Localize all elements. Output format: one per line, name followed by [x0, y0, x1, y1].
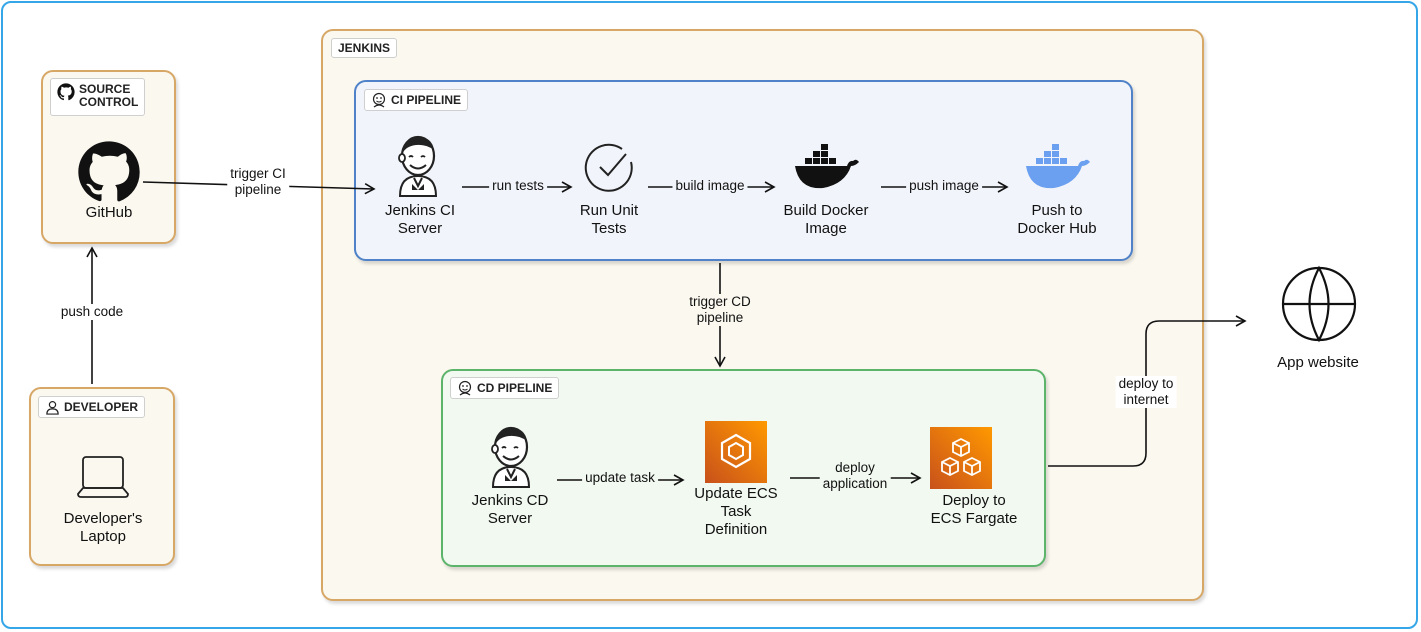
- source-control-tag: SOURCE CONTROL: [50, 78, 146, 116]
- jenkins-icon: [458, 380, 472, 396]
- edge-label-push-image: push image: [906, 178, 982, 194]
- jenkins-group-label: JENKINS: [338, 40, 391, 55]
- edge-label-run-tests: run tests: [489, 178, 547, 194]
- github-icon: [78, 141, 140, 202]
- check-circle-icon: [584, 143, 633, 192]
- jenkins-ci-label: Jenkins CI Server: [384, 202, 456, 237]
- ci-pipeline-group: [354, 80, 1133, 261]
- ci-pipeline-tag: CI PIPELINE: [364, 89, 469, 111]
- source-control-label: SOURCE CONTROL: [79, 82, 139, 109]
- edge-label-deploy-app: deploy application: [819, 460, 891, 492]
- developer-label: DEVELOPER: [64, 399, 139, 414]
- cd-pipeline-label: CD PIPELINE: [477, 380, 553, 395]
- globe-icon: [1281, 265, 1357, 343]
- jenkins-icon: [491, 426, 531, 488]
- edge-label-trigger-cd: trigger CD pipeline: [686, 294, 754, 326]
- jenkins-icon: [398, 135, 438, 197]
- edge-label-trigger-ci: trigger CI pipeline: [227, 166, 289, 198]
- laptop-label: Developer's Laptop: [63, 510, 143, 545]
- edge-label-build-image: build image: [672, 178, 748, 194]
- run-tests-label: Run Unit Tests: [579, 202, 639, 237]
- jenkins-group-tag: JENKINS: [331, 38, 398, 58]
- update-ecs-label: Update ECS Task Definition: [694, 485, 778, 538]
- laptop-icon: [77, 456, 129, 498]
- github-icon: [57, 83, 75, 101]
- ci-pipeline-label: CI PIPELINE: [391, 92, 462, 107]
- app-website-label: App website: [1277, 354, 1359, 371]
- github-label: GitHub: [85, 204, 133, 221]
- fargate-icon: [930, 427, 992, 489]
- edge-label-deploy-internet: deploy to internet: [1115, 376, 1177, 408]
- push-hub-label: Push to Docker Hub: [1017, 202, 1097, 237]
- edge-label-update-task: update task: [582, 470, 658, 486]
- deploy-fargate-label: Deploy to ECS Fargate: [930, 492, 1018, 527]
- edge-label-push-code: push code: [57, 304, 127, 320]
- jenkins-icon: [372, 92, 386, 108]
- user-icon: [46, 400, 59, 415]
- developer-tag: DEVELOPER: [38, 396, 146, 418]
- build-image-label: Build Docker Image: [783, 202, 869, 237]
- ecs-icon: [705, 421, 767, 483]
- docker-icon: [1026, 144, 1090, 189]
- cd-pipeline-tag: CD PIPELINE: [450, 377, 560, 399]
- docker-icon: [795, 144, 859, 189]
- jenkins-cd-label: Jenkins CD Server: [471, 492, 549, 527]
